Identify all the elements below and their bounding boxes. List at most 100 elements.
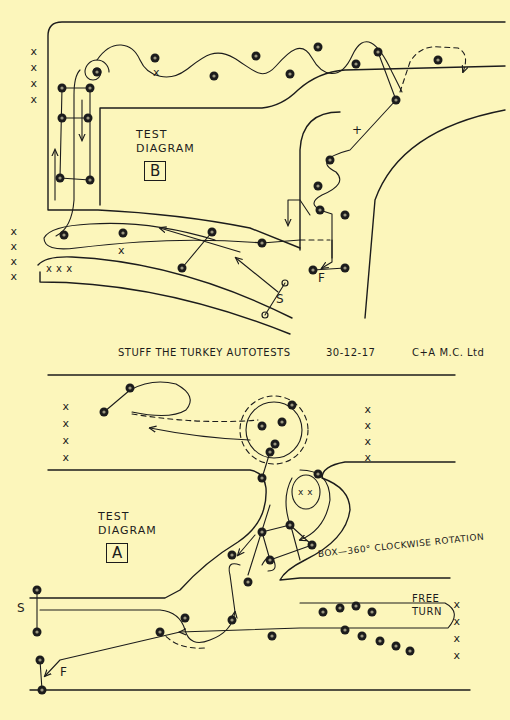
route-line	[54, 150, 55, 200]
traffic-cone	[119, 229, 128, 238]
route-line	[300, 239, 330, 240]
traffic-cone	[309, 266, 318, 275]
box-rotation	[262, 525, 312, 560]
diagram-label-box: TEST DIAGRAM A	[98, 510, 170, 563]
text-label: FREE TURN	[412, 592, 452, 618]
traffic-cone	[314, 470, 323, 479]
text-label: x x x x	[30, 44, 38, 108]
text-label: x x x x	[62, 398, 70, 466]
route-line	[229, 564, 240, 612]
gate-line	[60, 88, 90, 180]
route-line	[286, 478, 300, 560]
traffic-cone	[392, 96, 401, 105]
traffic-cone	[352, 60, 361, 69]
road-edge	[48, 22, 505, 248]
traffic-cone	[376, 637, 385, 646]
route-line	[81, 100, 82, 140]
text-label: x	[118, 244, 130, 257]
route-line	[150, 428, 250, 440]
traffic-cone	[84, 114, 93, 123]
traffic-cone	[58, 114, 67, 123]
spiral	[85, 60, 109, 80]
road-edge	[48, 374, 455, 375]
traffic-cone	[341, 211, 350, 220]
spiral	[292, 475, 320, 509]
text-label: S	[276, 293, 288, 306]
traffic-cone	[258, 239, 267, 248]
traffic-cone	[86, 84, 95, 93]
cones-a	[33, 384, 415, 695]
traffic-cone	[341, 264, 350, 273]
traffic-cone	[86, 176, 95, 185]
traffic-cone	[266, 448, 275, 457]
circle-route	[240, 396, 308, 464]
text-label: 30-12-17	[326, 346, 396, 359]
traffic-cone	[258, 422, 267, 431]
traffic-cone	[100, 408, 109, 417]
start-marker	[262, 312, 268, 318]
gate-line	[40, 660, 42, 690]
cones-b	[56, 43, 443, 275]
traffic-cone	[286, 70, 295, 79]
route-line	[132, 414, 258, 422]
route-line	[44, 223, 300, 249]
traffic-cone	[288, 401, 297, 410]
traffic-cone	[286, 521, 295, 530]
traffic-cone	[33, 586, 42, 595]
traffic-cone	[326, 156, 335, 165]
traffic-cone	[319, 608, 328, 617]
route-line	[236, 258, 278, 292]
traffic-cone	[308, 541, 317, 550]
gate-line	[378, 52, 396, 100]
traffic-cone	[178, 264, 187, 273]
route-line	[248, 505, 270, 575]
route-line	[104, 382, 190, 416]
road-edge	[40, 272, 290, 334]
traffic-cone	[374, 48, 383, 57]
gate-line	[36, 590, 37, 632]
text-label: x x	[298, 486, 318, 499]
road-edge	[30, 689, 470, 690]
road-edges-b	[38, 22, 505, 334]
start-marker	[282, 280, 288, 286]
text-label: F	[318, 272, 330, 285]
traffic-cone	[228, 551, 237, 560]
text-label: BOX—360° CLOCKWISE ROTATION	[317, 528, 507, 561]
traffic-cone	[244, 578, 253, 587]
traffic-cone	[252, 52, 261, 61]
traffic-cone	[314, 43, 323, 52]
traffic-cone	[156, 628, 165, 637]
traffic-cone	[336, 604, 345, 613]
traffic-cone	[434, 56, 443, 65]
text-label: x x x x	[453, 596, 461, 664]
traffic-cone	[228, 616, 237, 625]
diagram-heading: TEST DIAGRAM	[136, 128, 208, 156]
route-a	[37, 382, 454, 690]
traffic-cone	[341, 626, 350, 635]
route-line	[97, 42, 402, 92]
traffic-cone	[258, 528, 267, 537]
traffic-cone	[33, 628, 42, 637]
traffic-cone	[268, 632, 277, 641]
diagram-label-box: TEST DIAGRAMB	[136, 128, 208, 181]
traffic-cone	[38, 686, 47, 695]
diagram-heading: TEST DIAGRAM	[98, 510, 170, 538]
traffic-cone	[181, 614, 190, 623]
traffic-cone	[208, 228, 217, 237]
traffic-cone	[93, 68, 102, 77]
route-line	[56, 70, 80, 236]
gate-line	[182, 232, 212, 268]
route-line	[238, 535, 255, 555]
circle-outline	[246, 402, 302, 458]
page-title: STUFF THE TURKEY AUTOTESTS	[118, 346, 318, 359]
traffic-cone	[316, 206, 325, 215]
traffic-cone	[266, 556, 275, 565]
route-line	[400, 47, 466, 92]
traffic-cone	[358, 632, 367, 641]
traffic-cone	[271, 440, 280, 449]
text-label: x x x x	[364, 402, 372, 466]
diagram-letter: A	[106, 543, 128, 563]
traffic-cone	[36, 656, 45, 665]
traffic-cone	[368, 608, 377, 617]
